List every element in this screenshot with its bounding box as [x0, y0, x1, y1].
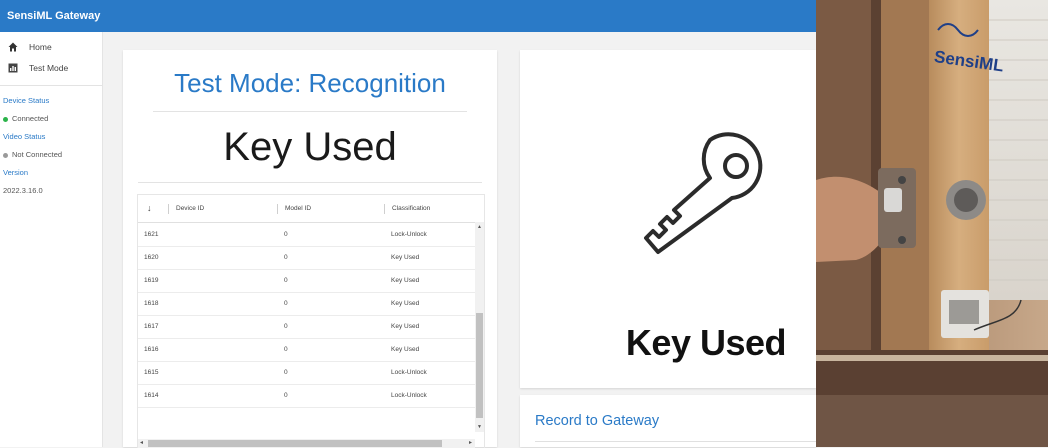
cell-device-id: 1617	[144, 323, 159, 330]
table-horizontal-scrollbar[interactable]: ◂ ▸	[138, 439, 475, 448]
results-table: ↓ Device ID Model ID Classification 1621…	[137, 194, 485, 448]
device-status-value: Connected	[12, 114, 49, 123]
cell-device-id: 1620	[144, 254, 159, 261]
vertical-scroll-thumb[interactable]	[476, 313, 483, 418]
column-header-model-id[interactable]: Model ID	[285, 205, 312, 212]
cell-classification: Key Used	[391, 254, 420, 261]
sidebar-item-test-mode[interactable]: Test Mode	[0, 57, 102, 78]
scroll-up-icon[interactable]: ▲	[477, 224, 482, 230]
column-header-device-id[interactable]: Device ID	[176, 205, 205, 212]
column-separator	[277, 204, 278, 214]
cell-classification: Lock-Unlock	[391, 392, 427, 399]
sidebar: Home Test Mode Device Status Connected V…	[0, 32, 103, 447]
status-dot-icon	[3, 152, 8, 158]
key-icon	[644, 132, 763, 254]
table-row[interactable]: 1621 0 Lock-Unlock	[138, 223, 475, 247]
sidebar-item-label: Test Mode	[29, 62, 69, 73]
table-row[interactable]: 1615 0 Lock-Unlock	[138, 361, 475, 385]
cell-device-id: 1614	[144, 392, 159, 399]
app-header: SensiML Gateway	[0, 0, 816, 32]
column-separator	[168, 204, 169, 214]
table-row[interactable]: 1619 0 Key Used	[138, 269, 475, 293]
table-row[interactable]: 1620 0 Key Used	[138, 246, 475, 270]
cell-device-id: 1615	[144, 369, 159, 376]
video-status: Not Connected	[0, 146, 102, 164]
column-header-classification[interactable]: Classification	[392, 205, 431, 212]
cell-model-id: 0	[284, 277, 288, 284]
scroll-down-icon[interactable]: ▼	[477, 424, 482, 430]
cell-device-id: 1618	[144, 300, 159, 307]
record-card: Record to Gateway	[520, 395, 816, 447]
app-title: SensiML Gateway	[7, 10, 101, 22]
cell-classification: Key Used	[391, 346, 420, 353]
recognition-card: Test Mode: Recognition Key Used ↓ Device…	[123, 50, 497, 448]
table-row[interactable]: 1616 0 Key Used	[138, 338, 475, 362]
device-status: Connected	[0, 110, 102, 128]
version-label: Version	[3, 168, 29, 177]
page-title: Test Mode: Recognition	[153, 66, 467, 112]
scroll-left-icon[interactable]: ◂	[140, 440, 144, 446]
cell-device-id: 1616	[144, 346, 159, 353]
cell-model-id: 0	[284, 323, 288, 330]
table-row[interactable]: 1617 0 Key Used	[138, 315, 475, 339]
cell-classification: Key Used	[391, 323, 420, 330]
cell-model-id: 0	[284, 300, 288, 307]
video-status-value: Not Connected	[12, 150, 63, 159]
table-header: ↓ Device ID Model ID Classification	[138, 195, 484, 223]
cell-classification: Key Used	[391, 300, 420, 307]
device-status-label: Device Status	[3, 96, 50, 105]
column-separator	[384, 204, 385, 214]
cell-device-id: 1621	[144, 231, 159, 238]
current-classification: Key Used	[138, 122, 482, 183]
horizontal-scroll-thumb[interactable]	[148, 440, 442, 447]
scroll-right-icon[interactable]: ▸	[468, 440, 472, 446]
cell-model-id: 0	[284, 392, 288, 399]
sidebar-item-label: Home	[29, 41, 52, 52]
sidebar-divider	[0, 85, 102, 86]
cell-model-id: 0	[284, 346, 288, 353]
cell-model-id: 0	[284, 254, 288, 261]
chart-icon	[5, 63, 21, 73]
status-dot-icon	[3, 116, 8, 122]
classification-label: Key Used	[625, 322, 787, 363]
cell-model-id: 0	[284, 231, 288, 238]
version-value: 2022.3.16.0	[3, 186, 43, 195]
sidebar-item-home[interactable]: Home	[0, 36, 102, 57]
table-vertical-scrollbar[interactable]: ▲ ▼	[475, 222, 484, 432]
sort-arrow-icon[interactable]: ↓	[147, 203, 152, 213]
cell-classification: Lock-Unlock	[391, 369, 427, 376]
video-feed: SensiML	[816, 0, 1048, 447]
table-row[interactable]: 1614 0 Lock-Unlock	[138, 384, 475, 408]
video-frame-image: SensiML	[816, 0, 1048, 447]
divider	[535, 441, 816, 442]
cell-classification: Lock-Unlock	[391, 231, 427, 238]
home-icon	[5, 42, 21, 52]
table-row[interactable]: 1618 0 Key Used	[138, 292, 475, 316]
video-status-label: Video Status	[3, 132, 46, 141]
cell-model-id: 0	[284, 369, 288, 376]
cell-device-id: 1619	[144, 277, 159, 284]
record-title: Record to Gateway	[535, 413, 660, 429]
classification-icon-card: Key Used	[520, 50, 816, 388]
cell-classification: Key Used	[391, 277, 420, 284]
